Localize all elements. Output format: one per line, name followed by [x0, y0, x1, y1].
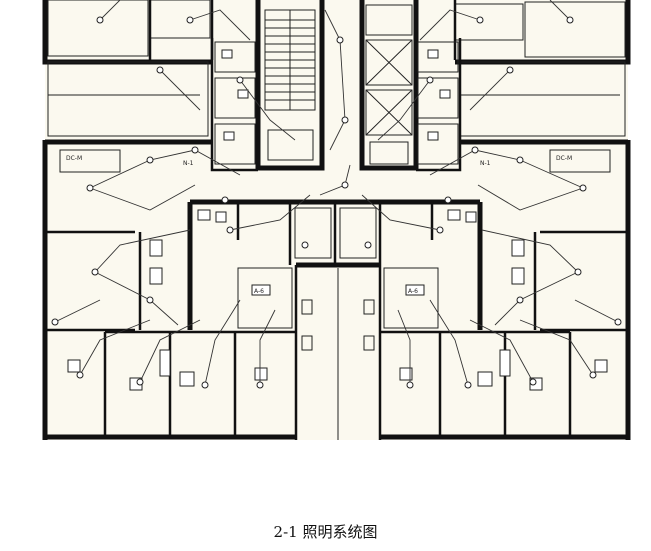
svg-text:A-6: A-6 [254, 288, 264, 295]
light-fixtures [51, 16, 622, 389]
bottom-bedrooms [45, 330, 628, 440]
central-units: A-6 A-6 [138, 199, 537, 440]
svg-text:DC-M: DC-M [556, 155, 572, 162]
lighting-circuits-right [319, 0, 619, 386]
middle-living-rooms: DC-M DC-M N-1 N-1 [42, 139, 631, 440]
lighting-floor-plan: DC-M DC-M N-1 N-1 A-6 A-6 [42, 0, 631, 440]
figure-caption: 2-1 照明系统图 [273, 523, 378, 541]
svg-text:N-1: N-1 [480, 160, 491, 167]
svg-text:DC-M: DC-M [66, 155, 82, 162]
svg-text:N-1: N-1 [183, 160, 194, 167]
plan-background [45, 0, 628, 440]
stairwell [255, 0, 325, 171]
lighting-circuits-left [54, 0, 311, 386]
core-service-rooms [210, 38, 462, 172]
svg-text:A-6: A-6 [408, 288, 418, 295]
elevator-shaft [359, 0, 419, 171]
